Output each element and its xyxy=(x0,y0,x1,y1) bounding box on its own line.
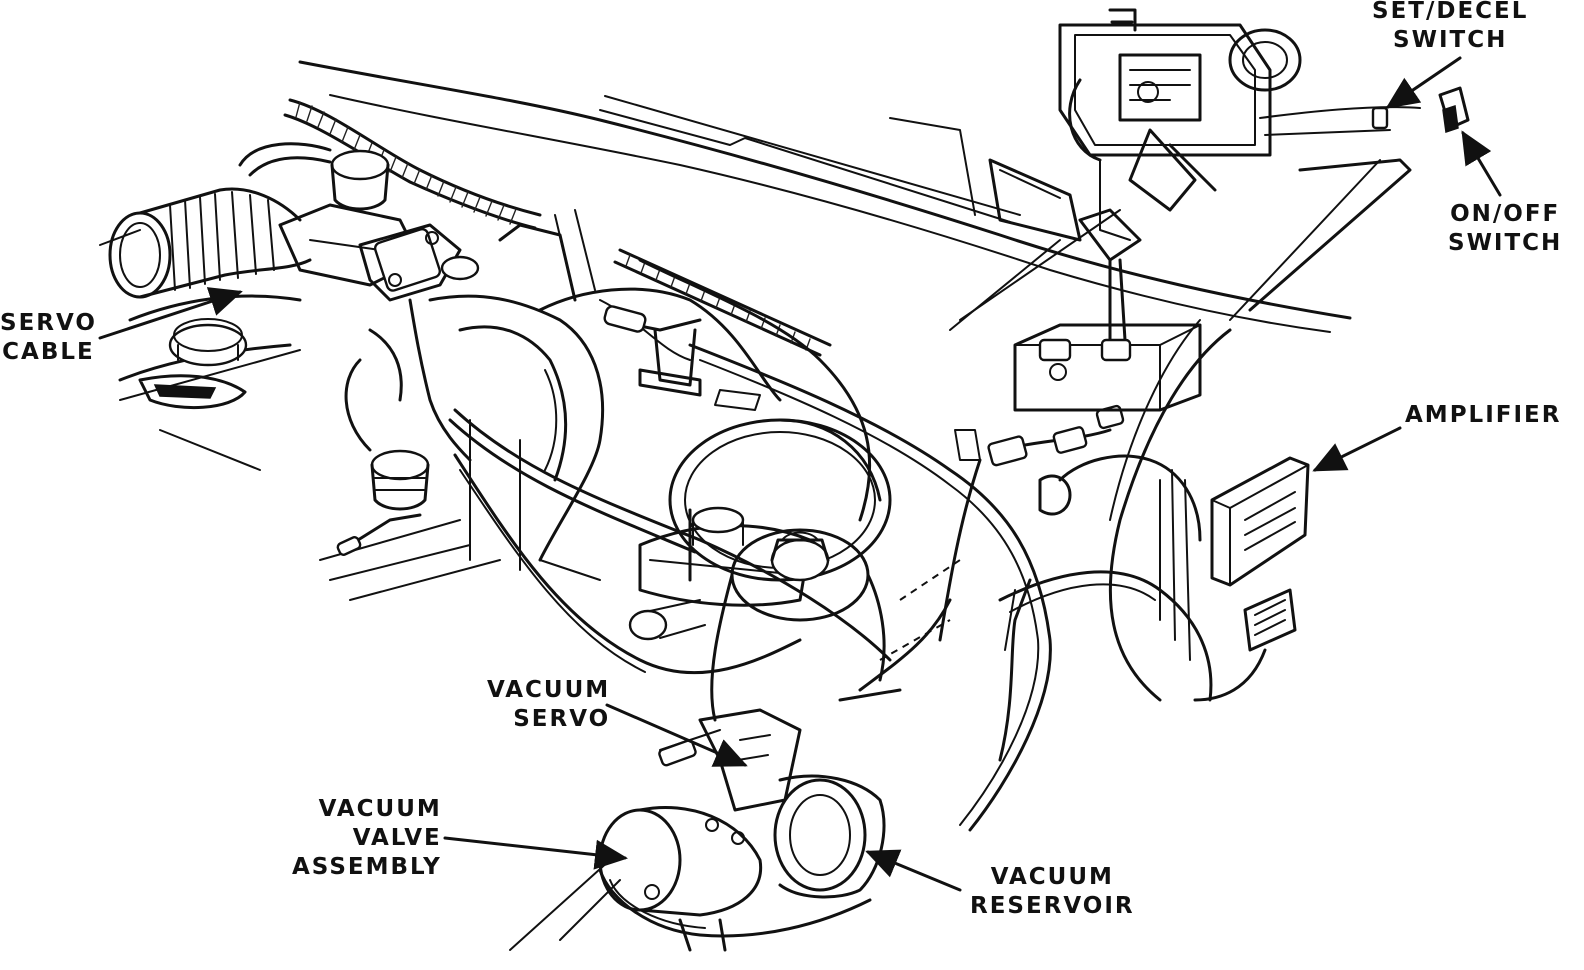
label-on-off-switch: ON/OFF SWITCH xyxy=(1448,201,1563,256)
battery xyxy=(1013,323,1202,412)
valve-cover xyxy=(118,294,302,409)
label-amplifier: AMPLIFIER xyxy=(1405,402,1562,428)
body-outline xyxy=(99,60,1421,951)
throttle-body xyxy=(238,142,480,302)
on-off-switch-drawing xyxy=(1438,86,1470,133)
wiring-harness xyxy=(987,404,1213,762)
label-set-decel-switch: SET/DECEL SWITCH xyxy=(1372,0,1529,53)
leader-lines xyxy=(98,56,1502,892)
label-vacuum-reservoir: VACUUM RESERVOIR xyxy=(970,864,1135,919)
fuel-filter xyxy=(336,298,472,556)
label-servo-cable: SERVO CABLE xyxy=(0,310,97,365)
air-intake-duct xyxy=(108,187,312,299)
label-vacuum-servo: VACUUM SERVO xyxy=(487,677,611,732)
amplifier-drawing xyxy=(1193,456,1310,702)
label-vacuum-valve-assembly: VACUUM VALVE ASSEMBLY xyxy=(292,796,442,880)
strut-tower xyxy=(710,528,886,722)
steering-column xyxy=(988,8,1389,362)
cable-loop xyxy=(448,258,1052,832)
servo-assembly xyxy=(598,559,961,952)
